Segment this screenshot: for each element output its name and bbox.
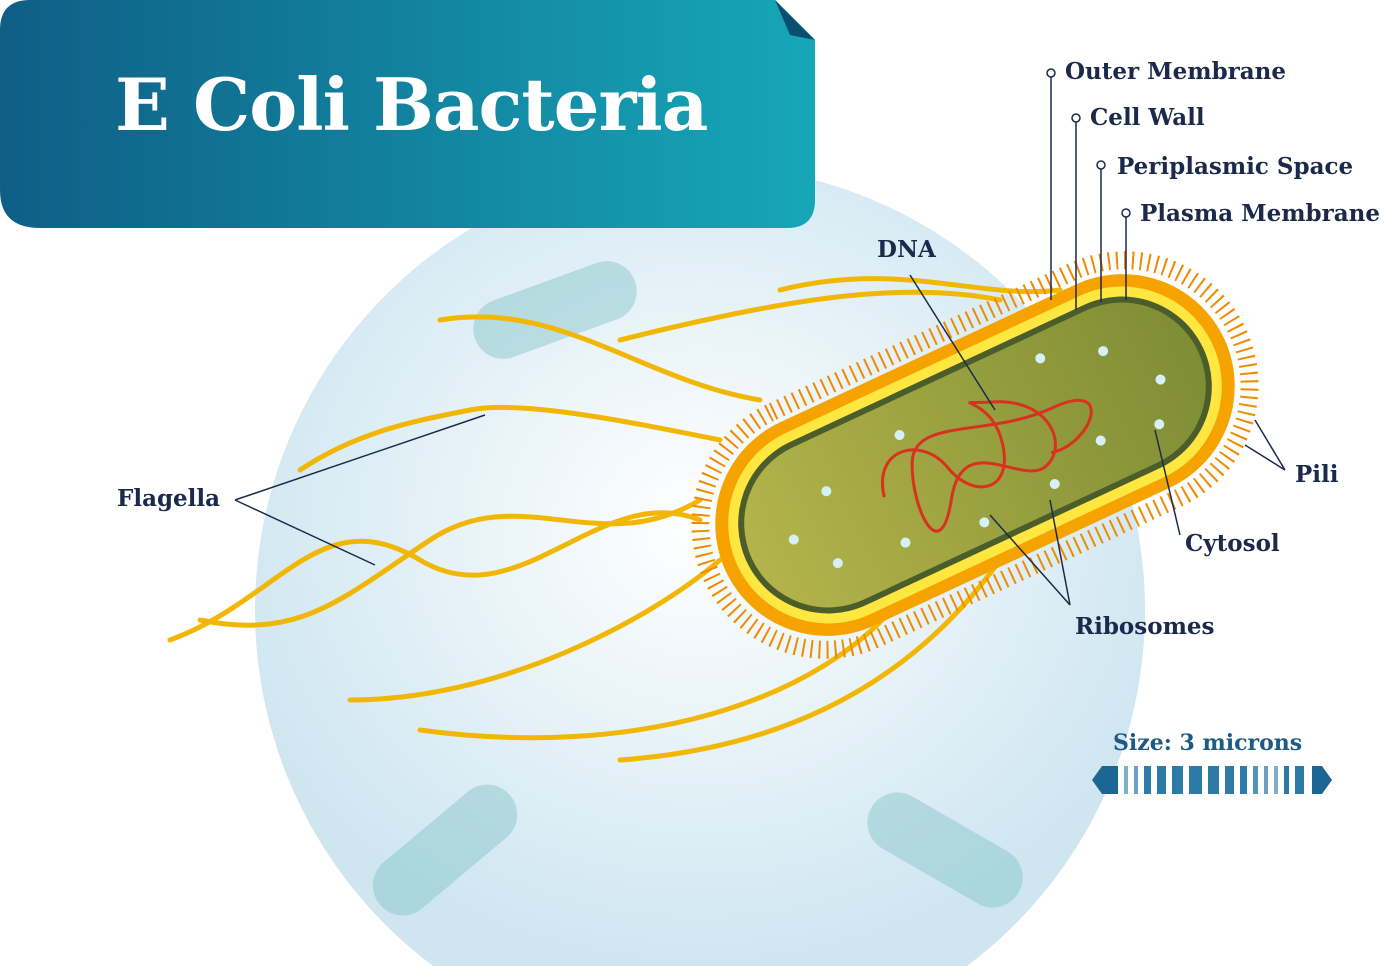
- banner-fold: [775, 0, 815, 40]
- pili-fringe: [691, 251, 1259, 659]
- label-plasma-membrane: Plasma Membrane: [1140, 200, 1381, 227]
- background-bacteria: [372, 261, 1023, 916]
- dna-strand: [881, 399, 1093, 533]
- scale-label: Size: 3 microns: [1113, 730, 1303, 756]
- leader-lines: [234, 68, 1286, 606]
- cytosol: [744, 302, 1206, 608]
- label-pili: Pili: [1295, 461, 1339, 488]
- bacterium-cell: [691, 251, 1259, 659]
- label-periplasmic-space: Periplasmic Space: [1117, 153, 1354, 180]
- ribosomes: [788, 346, 1166, 569]
- flagella: [167, 276, 1063, 763]
- label-ribosomes: Ribosomes: [1075, 613, 1215, 640]
- label-cytosol: Cytosol: [1185, 530, 1280, 557]
- label-cell-wall: Cell Wall: [1090, 104, 1205, 131]
- title-banner: [0, 0, 815, 228]
- page-title: E Coli Bacteria: [115, 62, 708, 147]
- label-outer-membrane: Outer Membrane: [1065, 58, 1287, 85]
- label-dna: DNA: [877, 236, 936, 263]
- label-flagella: Flagella: [117, 485, 221, 512]
- scale-bar: [1092, 766, 1332, 794]
